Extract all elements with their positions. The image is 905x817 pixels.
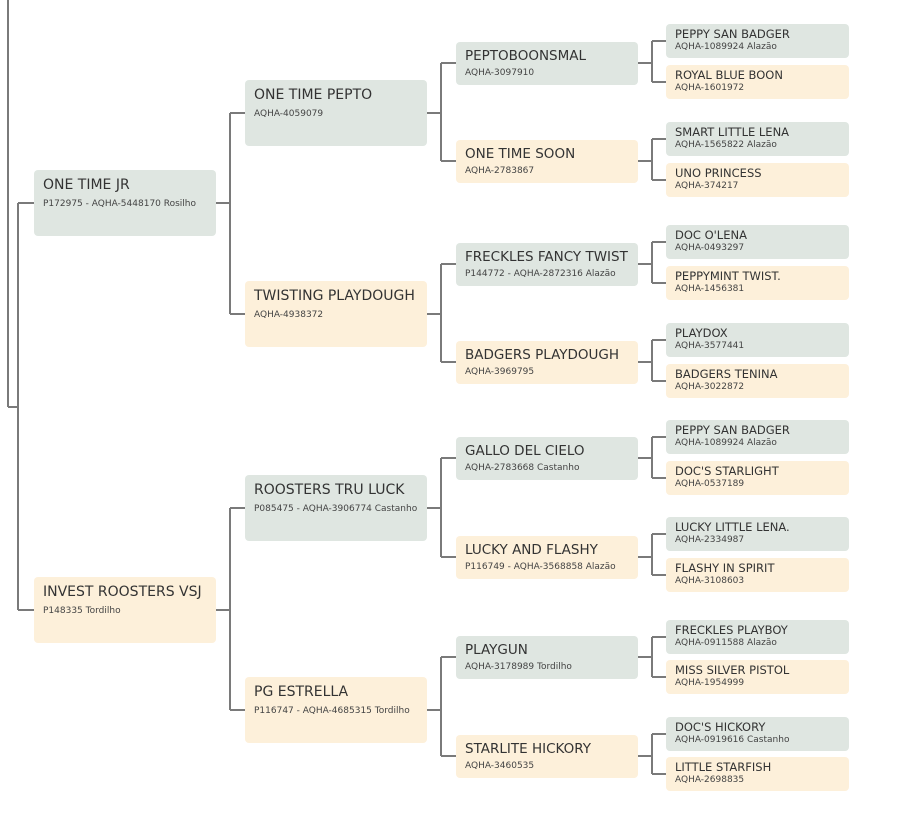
horse-card-freckles-fancy-twist[interactable]: FRECKLES FANCY TWIST P144772 - AQHA-28723…: [456, 242, 638, 286]
horse-registration: AQHA-1456381: [675, 284, 745, 295]
horse-name: PLAYDOX: [675, 326, 728, 340]
horse-name: GALLO DEL CIELO: [465, 442, 585, 459]
horse-name: DOC'S STARLIGHT: [675, 464, 779, 478]
horse-card-roosters-tru-luck[interactable]: ROOSTERS TRU LUCK P085475 - AQHA-3906774 …: [245, 475, 427, 541]
horse-registration: AQHA-2334987: [675, 535, 745, 546]
horse-name: ROOSTERS TRU LUCK: [254, 482, 405, 498]
horse-name: FRECKLES PLAYBOY: [675, 623, 788, 637]
horse-name: ONE TIME PEPTO: [254, 87, 373, 103]
horse-card-invest-roosters-vsj[interactable]: INVEST ROOSTERS VSJ P148335 Tordilho: [34, 577, 216, 643]
horse-name: FLASHY IN SPIRIT: [675, 561, 775, 575]
horse-name: BADGERS TENINA: [675, 367, 778, 381]
horse-registration: AQHA-4938372: [254, 310, 324, 321]
horse-registration: AQHA-1089924 Alazão: [675, 438, 777, 449]
horse-name: PG ESTRELLA: [254, 684, 349, 700]
horse-card-playgun[interactable]: PLAYGUN AQHA-3178989 Tordilho: [456, 635, 638, 679]
horse-name: FRECKLES FANCY TWIST: [465, 248, 628, 265]
horse-name: TWISTING PLAYDOUGH: [254, 288, 415, 304]
horse-registration: AQHA-3178989 Tordilho: [465, 662, 572, 673]
horse-name: ONE TIME JR: [43, 177, 130, 193]
horse-registration: AQHA-2783867: [465, 166, 535, 177]
horse-registration: P116749 - AQHA-3568858 Alazão: [465, 562, 616, 573]
horse-name: INVEST ROOSTERS VSJ: [43, 584, 202, 600]
horse-registration: AQHA-3022872: [675, 382, 745, 393]
horse-name: PEPTOBOONSMAL: [465, 47, 587, 64]
horse-name: LITTLE STARFISH: [675, 760, 772, 774]
horse-card-gallo-del-cielo[interactable]: GALLO DEL CIELO AQHA-2783668 Castanho: [456, 436, 638, 480]
horse-registration: AQHA-0537189: [675, 479, 745, 490]
horse-card-peptoboonsmal[interactable]: PEPTOBOONSMAL AQHA-3097910: [456, 41, 638, 85]
horse-card-one-time-jr[interactable]: ONE TIME JR P172975 - AQHA-5448170 Rosilh…: [34, 170, 216, 236]
horse-registration: AQHA-374217: [675, 181, 739, 192]
horse-name: PEPPY SAN BADGER: [675, 423, 790, 437]
horse-card-starlite-hickory[interactable]: STARLITE HICKORY AQHA-3460535: [456, 734, 638, 778]
horse-name: DOC O'LENA: [675, 228, 747, 242]
horse-registration: AQHA-1565822 Alazão: [675, 140, 777, 151]
horse-registration: AQHA-3460535: [465, 761, 535, 772]
horse-registration: AQHA-3108603: [675, 576, 745, 587]
horse-registration: P172975 - AQHA-5448170 Rosilho: [43, 199, 197, 210]
horse-name: DOC'S HICKORY: [675, 720, 766, 734]
horse-registration: P144772 - AQHA-2872316 Alazão: [465, 269, 616, 280]
horse-registration: AQHA-0919616 Castanho: [675, 735, 790, 746]
horse-name: LUCKY LITTLE LENA.: [675, 520, 790, 534]
horse-registration: AQHA-4059079: [254, 109, 324, 120]
horse-card-peppymint-twist[interactable]: PEPPYMINT TWIST.AQHA-1456381: [666, 266, 849, 300]
horse-card-badgers-playdough[interactable]: BADGERS PLAYDOUGH AQHA-3969795: [456, 340, 638, 384]
horse-name: ROYAL BLUE BOON: [675, 68, 783, 82]
horse-name: STARLITE HICKORY: [465, 740, 592, 757]
horse-card-twisting-playdough[interactable]: TWISTING PLAYDOUGH AQHA-4938372: [245, 281, 427, 347]
horse-registration: AQHA-0493297: [675, 243, 745, 254]
horse-registration: AQHA-0911588 Alazão: [675, 638, 777, 649]
horse-registration: AQHA-2698835: [675, 775, 745, 786]
horse-name: LUCKY AND FLASHY: [465, 541, 598, 558]
horse-registration: P148335 Tordilho: [43, 606, 121, 617]
horse-name: BADGERS PLAYDOUGH: [465, 346, 620, 363]
horse-registration: AQHA-1954999: [675, 678, 745, 689]
horse-registration: AQHA-1089924 Alazão: [675, 42, 777, 53]
horse-registration: AQHA-3577441: [675, 341, 745, 352]
horse-name: SMART LITTLE LENA: [675, 125, 790, 139]
horse-registration: AQHA-2783668 Castanho: [465, 463, 580, 474]
horse-name: MISS SILVER PISTOL: [675, 663, 790, 677]
horse-card-pg-estrella[interactable]: PG ESTRELLA P116747 - AQHA-4685315 Tordil…: [245, 677, 427, 743]
horse-registration: AQHA-1601972: [675, 83, 745, 94]
horse-registration: AQHA-3969795: [465, 367, 535, 378]
horse-registration: P085475 - AQHA-3906774 Castanho: [254, 504, 418, 515]
horse-card-one-time-pepto[interactable]: ONE TIME PEPTO AQHA-4059079: [245, 80, 427, 146]
horse-name: PLAYGUN: [465, 641, 528, 658]
horse-card-lucky-and-flashy[interactable]: LUCKY AND FLASHY P116749 - AQHA-3568858 A…: [456, 535, 638, 579]
horse-name: ONE TIME SOON: [465, 145, 576, 162]
horse-registration: AQHA-3097910: [465, 68, 535, 79]
horse-name: PEPPYMINT TWIST.: [675, 269, 781, 283]
horse-card-one-time-soon[interactable]: ONE TIME SOON AQHA-2783867: [456, 139, 638, 183]
horse-name: PEPPY SAN BADGER: [675, 27, 790, 41]
horse-card-lucky-little-lena[interactable]: LUCKY LITTLE LENA.AQHA-2334987: [666, 517, 849, 551]
horse-name: UNO PRINCESS: [675, 166, 762, 180]
horse-registration: P116747 - AQHA-4685315 Tordilho: [254, 706, 410, 717]
